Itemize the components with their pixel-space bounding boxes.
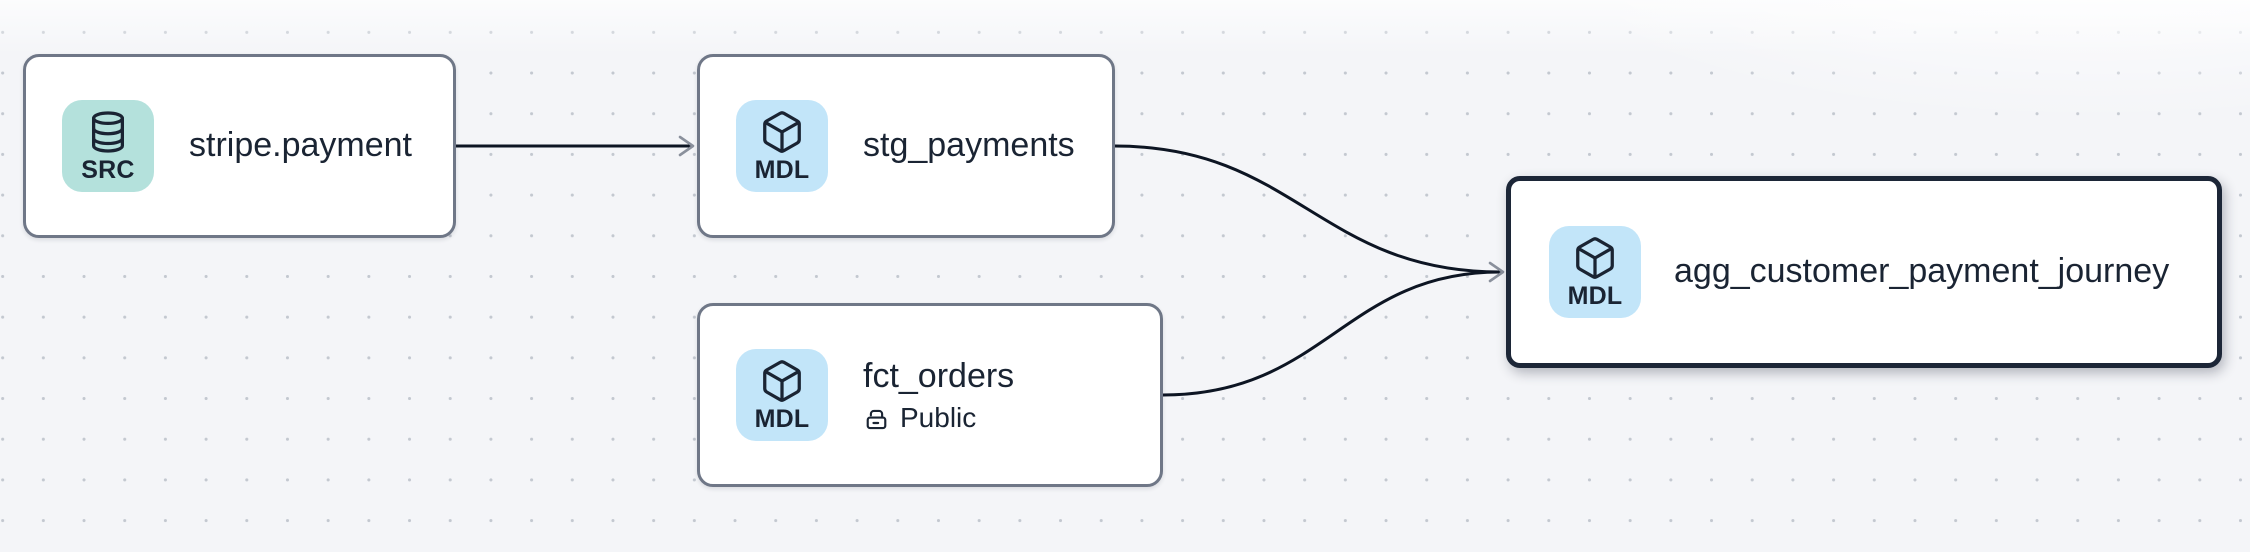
node-stg-payments[interactable]: MDL stg_payments: [697, 54, 1115, 238]
model-type-badge: MDL: [736, 100, 828, 192]
model-type-badge: MDL: [1549, 226, 1641, 318]
node-title: stripe.payment: [189, 126, 412, 165]
arrowhead-icon: [1488, 261, 1505, 283]
access-row: Public: [863, 401, 1014, 434]
badge-label: SRC: [81, 156, 135, 184]
node-fct-orders[interactable]: MDL fct_orders Public: [697, 303, 1163, 487]
node-title: stg_payments: [863, 126, 1075, 165]
cube-icon: [763, 360, 801, 402]
edge-stg-payments-to-agg: [1113, 144, 1502, 274]
edge-fct-orders-to-agg: [1161, 270, 1502, 397]
node-title: agg_customer_payment_journey: [1674, 252, 2170, 291]
database-icon: [91, 111, 125, 153]
cube-icon: [1576, 237, 1614, 279]
cube-icon: [763, 111, 801, 153]
lock-open-icon: [866, 409, 887, 429]
access-label: Public: [900, 401, 977, 433]
badge-label: MDL: [754, 405, 810, 433]
node-agg-customer-payment-journey[interactable]: MDL agg_customer_payment_journey: [1506, 176, 2222, 368]
model-type-badge: MDL: [736, 349, 828, 441]
badge-label: MDL: [754, 156, 810, 184]
node-stripe-payment[interactable]: SRC stripe.payment: [23, 54, 456, 238]
node-title: fct_orders: [863, 356, 1015, 395]
badge-label: MDL: [1567, 282, 1623, 310]
source-type-badge: SRC: [62, 100, 154, 192]
arrowhead-icon: [678, 135, 695, 157]
